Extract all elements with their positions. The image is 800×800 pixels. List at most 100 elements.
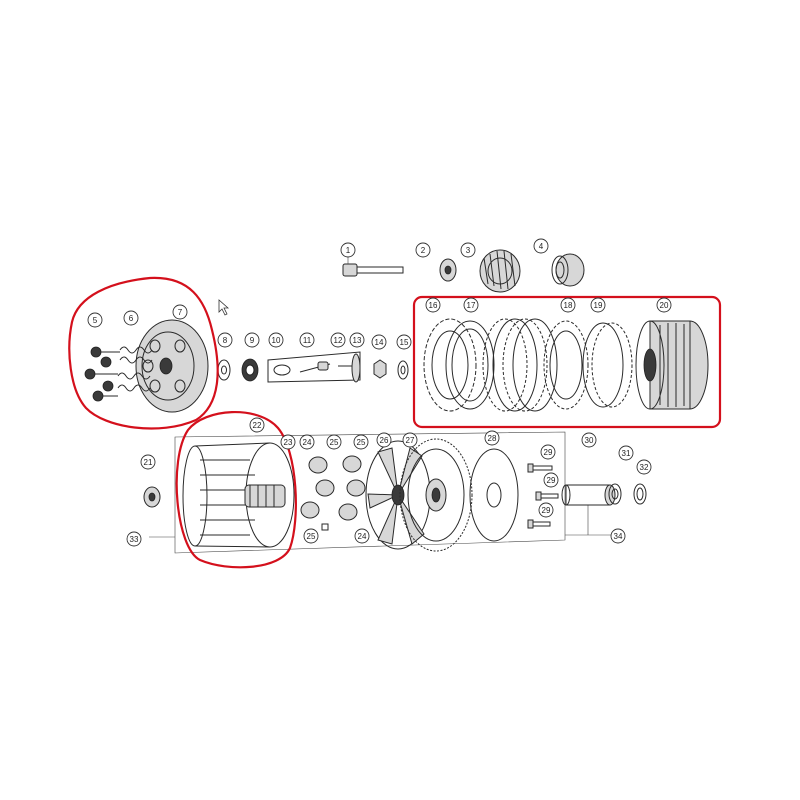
callout-number: 13 [353, 336, 362, 345]
callout-number: 26 [380, 436, 389, 445]
part-bushing-4 [551, 253, 585, 287]
callout-number: 14 [375, 338, 384, 347]
callout-1: 1 [340, 242, 356, 258]
callout-number: 17 [467, 301, 476, 310]
callout-34: 34 [610, 528, 626, 544]
cursor-arrow-icon [218, 299, 230, 316]
highlight-clutch-plates-group [412, 295, 722, 429]
callout-24: 24 [299, 434, 315, 450]
callout-number: 19 [594, 301, 603, 310]
callout-29: 29 [543, 472, 559, 488]
callout-number: 34 [614, 532, 623, 541]
callout-number: 27 [406, 436, 415, 445]
part-outer-basket-22 [182, 442, 295, 548]
part-friction-plate-16 [423, 318, 477, 412]
part-pushrod-assembly-10-13 [267, 351, 361, 383]
part-pressure-plate-7 [135, 319, 209, 413]
callout-number: 2 [421, 246, 426, 255]
part-bushing-30 [561, 484, 616, 506]
part-steel-plate-17 [445, 320, 495, 410]
callout-9: 9 [244, 332, 260, 348]
part-primary-gear-27 [399, 438, 473, 552]
callout-16: 16 [425, 297, 441, 313]
callout-number: 20 [660, 301, 669, 310]
callout-19: 19 [590, 297, 606, 313]
callout-number: 25 [357, 438, 366, 447]
part-dampers-24-25 [300, 455, 366, 531]
callout-23: 23 [280, 434, 296, 450]
callout-10: 10 [268, 332, 284, 348]
callout-24: 24 [354, 528, 370, 544]
callout-number: 25 [307, 532, 316, 541]
callout-number: 11 [303, 336, 312, 345]
part-washer-8 [217, 359, 231, 381]
part-plate-18 [543, 320, 589, 410]
callout-15: 15 [396, 334, 412, 350]
part-bearing-9 [241, 358, 259, 382]
part-inner-hub-20 [635, 320, 709, 410]
callout-number: 10 [272, 336, 281, 345]
callout-number: 21 [144, 458, 153, 467]
callout-30: 30 [581, 432, 597, 448]
callout-2: 2 [415, 242, 431, 258]
part-washer-15 [397, 360, 409, 380]
callout-22: 22 [249, 417, 265, 433]
assembly-frame [149, 431, 611, 554]
callout-number: 15 [400, 338, 409, 347]
callout-32: 32 [636, 459, 652, 475]
callout-number: 25 [330, 438, 339, 447]
part-bolts-5 [84, 346, 120, 402]
part-plate-19 [582, 322, 633, 408]
callout-6: 6 [123, 310, 139, 326]
callout-number: 12 [334, 336, 343, 345]
callout-number: 33 [130, 535, 139, 544]
callout-number: 32 [640, 463, 649, 472]
callout-18: 18 [560, 297, 576, 313]
part-springs-6 [117, 346, 153, 392]
part-washer-2 [439, 258, 457, 282]
callout-number: 29 [544, 448, 553, 457]
callout-33: 33 [126, 531, 142, 547]
callout-14: 14 [371, 334, 387, 350]
callout-number: 6 [129, 314, 134, 323]
callout-25: 25 [353, 434, 369, 450]
callout-number: 7 [178, 308, 183, 317]
callout-number: 5 [93, 316, 98, 325]
part-washer-31 [608, 483, 622, 505]
callout-number: 30 [585, 436, 594, 445]
callout-number: 8 [223, 336, 228, 345]
callout-11: 11 [299, 332, 315, 348]
callout-29: 29 [540, 444, 556, 460]
callout-3: 3 [460, 242, 476, 258]
part-rivets-29 [527, 463, 559, 529]
callout-12: 12 [330, 332, 346, 348]
callout-number: 22 [253, 421, 262, 430]
callout-25: 25 [303, 528, 319, 544]
callout-number: 16 [429, 301, 438, 310]
callout-number: 9 [250, 336, 255, 345]
callout-20: 20 [656, 297, 672, 313]
callout-number: 23 [284, 438, 293, 447]
callout-number: 29 [547, 476, 556, 485]
callout-number: 3 [466, 246, 471, 255]
callout-7: 7 [172, 304, 188, 320]
callout-21: 21 [140, 454, 156, 470]
callout-number: 24 [358, 532, 367, 541]
callout-4: 4 [533, 238, 549, 254]
callout-8: 8 [217, 332, 233, 348]
callout-29: 29 [538, 502, 554, 518]
part-nut-21 [143, 486, 161, 508]
callout-number: 1 [346, 246, 351, 255]
callout-number: 4 [539, 242, 544, 251]
callout-27: 27 [402, 432, 418, 448]
callout-31: 31 [618, 445, 634, 461]
part-gear-3 [479, 249, 521, 293]
part-spider-26 [365, 440, 431, 550]
callout-13: 13 [349, 332, 365, 348]
part-bolt-1 [342, 257, 404, 277]
part-washer-32 [633, 483, 647, 505]
highlight-pressure-plate-group [68, 276, 219, 430]
callout-26: 26 [376, 432, 392, 448]
